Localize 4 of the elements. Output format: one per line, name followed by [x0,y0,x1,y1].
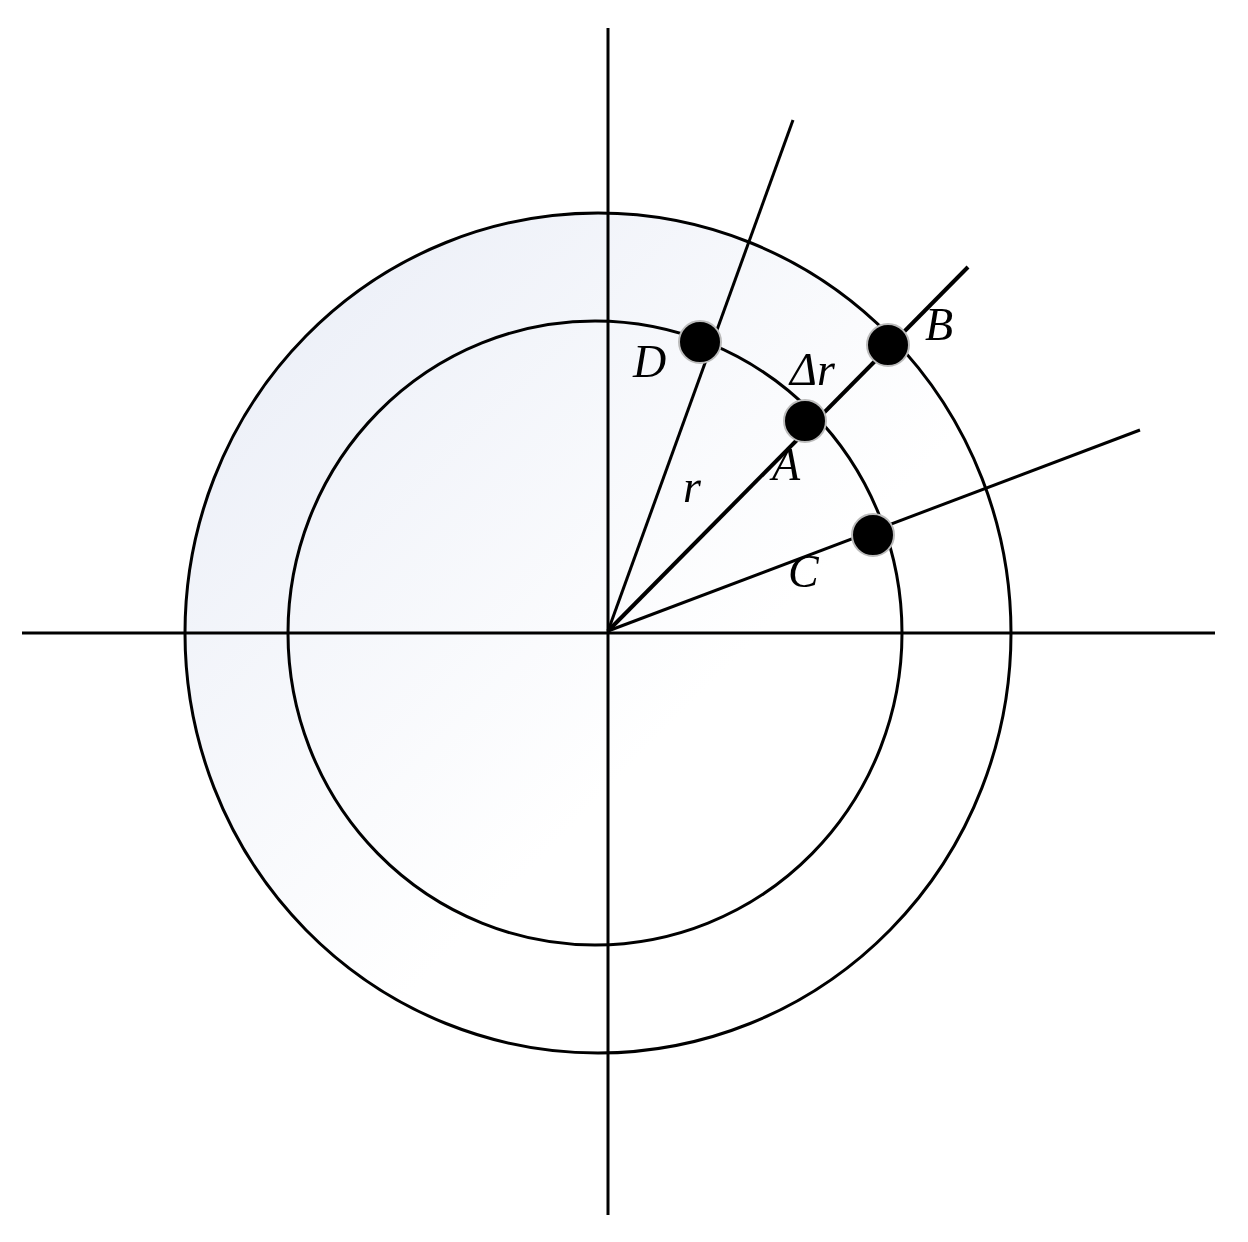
length-label: Δr [790,347,835,393]
point-label: D [633,339,667,385]
radius-label: r [683,464,701,510]
point-label: B [925,302,954,348]
